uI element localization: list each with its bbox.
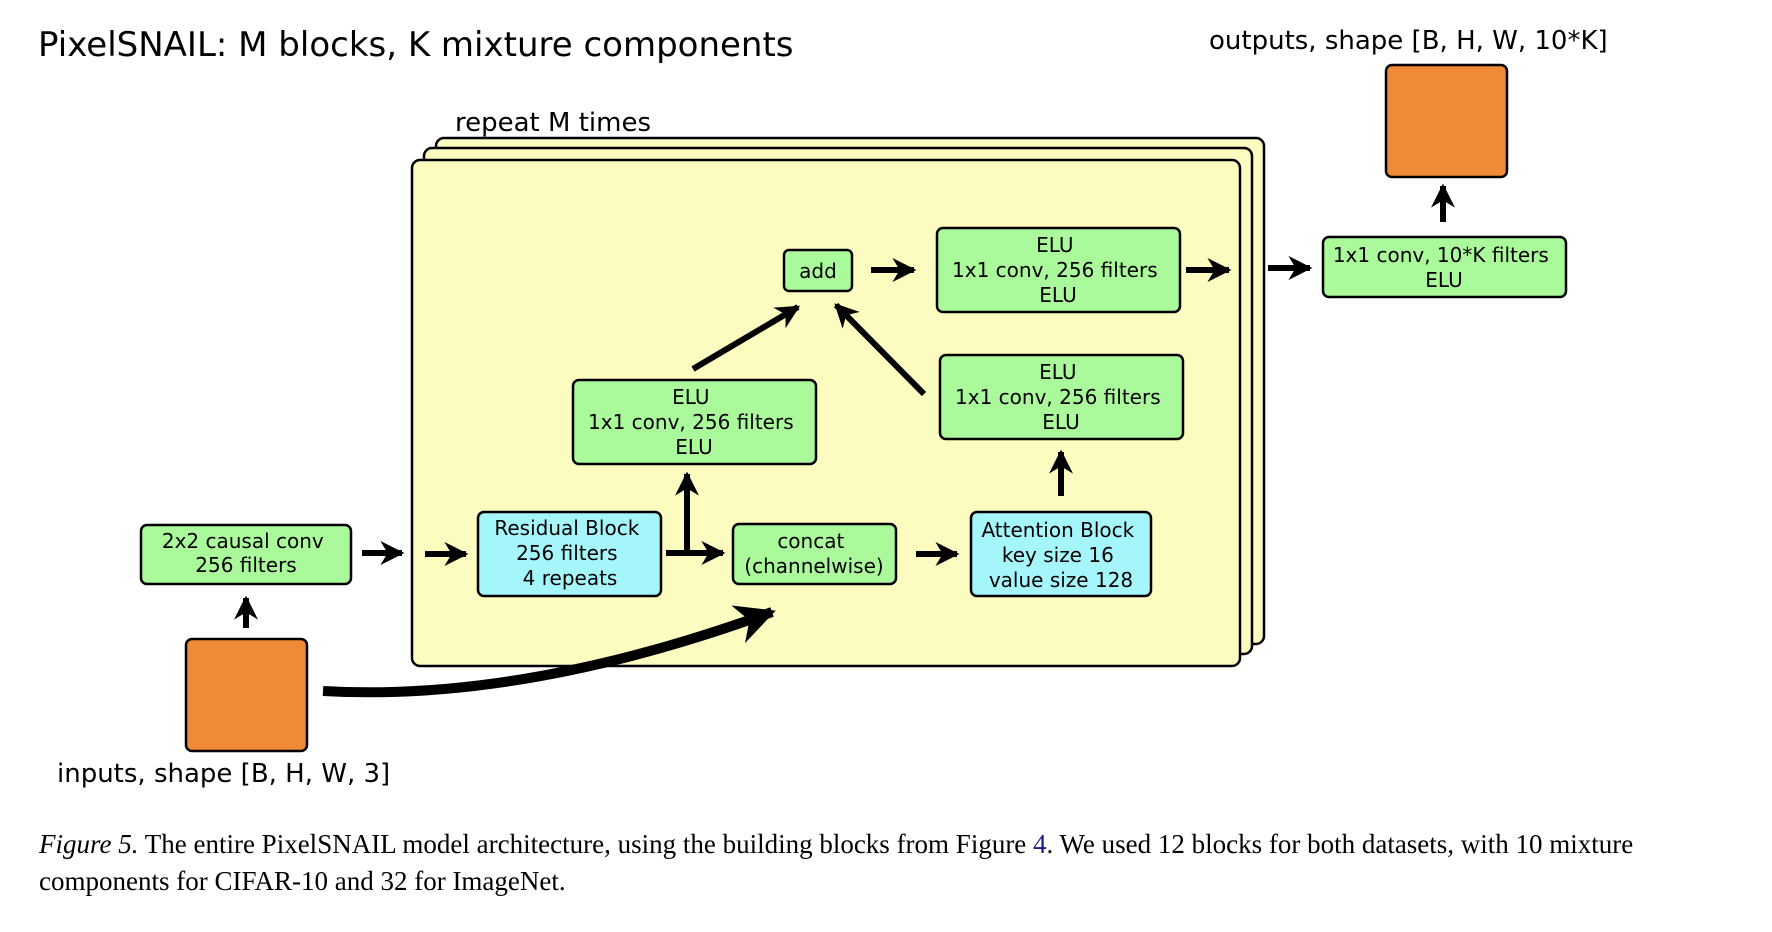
- repeat-label: repeat M times: [455, 108, 651, 138]
- elu-left-node: ELU 1x1 conv, 256 filters ELU: [571, 378, 818, 466]
- caption-figure-ref[interactable]: 4: [1033, 829, 1047, 859]
- svg-text:ELU 1x1 conv, 256 filter: ELU 1x1 conv, 256 filters ELU: [955, 360, 1167, 434]
- elu-right-node: ELU 1x1 conv, 256 filters ELU: [938, 353, 1185, 441]
- attention-line-2: key size 16: [1002, 543, 1114, 567]
- elu-left-line-3: ELU: [675, 435, 712, 459]
- svg-text:ELU 1x1 conv, 256 filter: ELU 1x1 conv, 256 filters ELU: [588, 385, 800, 459]
- concat-line-1: concat: [777, 529, 844, 553]
- svg-text:ELU 1x1 conv, 256 filter: ELU 1x1 conv, 256 filters ELU: [952, 233, 1164, 307]
- output-conv-line-1: 1x1 conv, 10*K filters: [1333, 243, 1549, 267]
- diagram-title: PixelSNAIL: M blocks, K mixture componen…: [38, 25, 794, 65]
- residual-line-2: 256 filters: [516, 541, 617, 565]
- input-tensor: [184, 637, 309, 753]
- caption-text-1: The entire PixelSNAIL model architecture…: [138, 829, 1034, 859]
- svg-text:Residual Block 256 filte: Residual Block 256 filters 4 repeats: [494, 516, 645, 590]
- output-tensor: [1384, 63, 1509, 179]
- concat-line-2: (channelwise): [744, 554, 883, 578]
- elu-right-line-3: ELU: [1042, 410, 1079, 434]
- attention-block-node: Attention Block key size 16 value size 1…: [969, 510, 1153, 598]
- residual-line-1: Residual Block: [494, 516, 639, 540]
- attention-line-1: Attention Block: [981, 518, 1134, 542]
- add-label: add: [799, 259, 837, 283]
- output-conv-line-2: ELU: [1425, 268, 1462, 292]
- concat-node: concat (channelwise): [731, 522, 898, 586]
- elu-top-line-1: ELU: [1036, 233, 1073, 257]
- elu-top-line-3: ELU: [1039, 283, 1076, 307]
- arrow-elu-left-to-add: [691, 304, 801, 372]
- attention-line-3: value size 128: [989, 568, 1133, 592]
- arrow-input-skip-to-concat: [322, 605, 776, 698]
- inputs-label: inputs, shape [B, H, W, 3]: [57, 759, 390, 789]
- arrow-elu-right-to-add: [833, 302, 927, 397]
- svg-text:1x1 conv, 10*K filters E: 1x1 conv, 10*K filters ELU: [1333, 243, 1555, 292]
- causal-conv-line-1: 2x2 causal conv: [162, 529, 324, 553]
- svg-text:concat (channelwise): concat (channelwise): [744, 529, 883, 578]
- outputs-label: outputs, shape [B, H, W, 10*K]: [1209, 26, 1608, 56]
- elu-left-line-2: 1x1 conv, 256 filters: [588, 410, 794, 434]
- elu-right-line-2: 1x1 conv, 256 filters: [955, 385, 1161, 409]
- svg-text:Attention Block key size: Attention Block key size 16 value size 1…: [981, 518, 1140, 592]
- elu-top-node: ELU 1x1 conv, 256 filters ELU: [935, 226, 1182, 314]
- causal-conv-node: 2x2 causal conv 256 filters: [139, 523, 353, 586]
- svg-text:2x2 causal conv 256 filt: 2x2 causal conv 256 filters: [162, 529, 330, 577]
- add-node: add: [782, 248, 854, 293]
- caption-label: Figure 5.: [39, 829, 139, 859]
- residual-line-3: 4 repeats: [523, 566, 618, 590]
- elu-top-line-2: 1x1 conv, 256 filters: [952, 258, 1158, 282]
- elu-left-line-1: ELU: [672, 385, 709, 409]
- output-conv-node: 1x1 conv, 10*K filters ELU: [1321, 235, 1568, 299]
- caption-text-2: . We used 12 blocks for both datasets, w…: [39, 829, 1634, 896]
- residual-block-node: Residual Block 256 filters 4 repeats: [476, 510, 663, 598]
- figure-caption: Figure 5. The entire PixelSNAIL model ar…: [39, 826, 1739, 900]
- causal-conv-line-2: 256 filters: [195, 553, 296, 577]
- elu-right-line-1: ELU: [1039, 360, 1076, 384]
